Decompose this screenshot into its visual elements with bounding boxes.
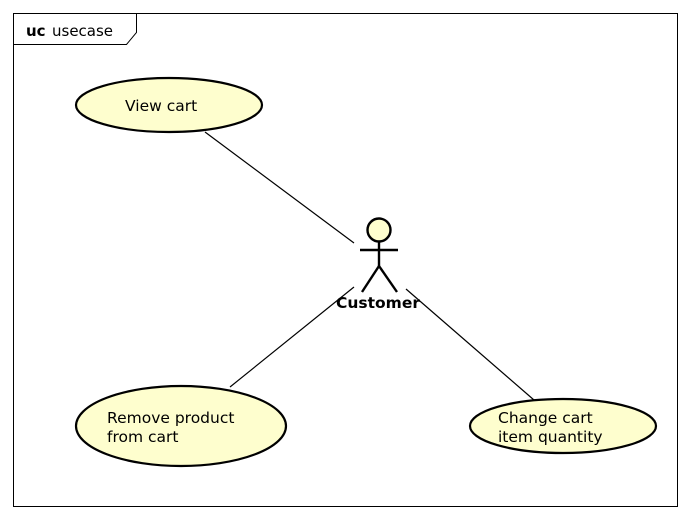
usecase-label: View cart [125, 97, 197, 115]
actor-name-label: Customer [336, 294, 420, 312]
actor-right-leg [378, 265, 398, 293]
usecase-label-line-2: item quantity [498, 428, 603, 446]
usecase-ellipse [468, 397, 658, 455]
usecase-ellipse [74, 76, 264, 134]
usecase-change-quantity[interactable]: Change cart item quantity [468, 397, 658, 455]
usecase-label-line-1: Remove product [107, 409, 234, 427]
diagram-frame: uc usecase [13, 13, 678, 507]
actor-customer[interactable]: Customer [336, 217, 420, 313]
actor-left-leg [360, 265, 381, 293]
association-view-cart [204, 131, 355, 244]
usecase-label-line-1: Change cart [498, 409, 593, 427]
frame-tab [13, 13, 137, 45]
usecase-view-cart[interactable]: View cart [74, 76, 264, 134]
usecase-ellipse [74, 384, 288, 468]
associations [204, 131, 535, 401]
association-change-quantity [405, 288, 535, 401]
usecase-remove-product[interactable]: Remove product from cart [74, 384, 288, 468]
association-remove-product [229, 286, 355, 388]
frame-name-label: usecase [52, 22, 113, 40]
usecase-label-line-2: from cart [107, 428, 178, 446]
frame-kind-label: uc [26, 22, 46, 40]
frame-border [13, 13, 678, 507]
actor-head [366, 217, 392, 243]
